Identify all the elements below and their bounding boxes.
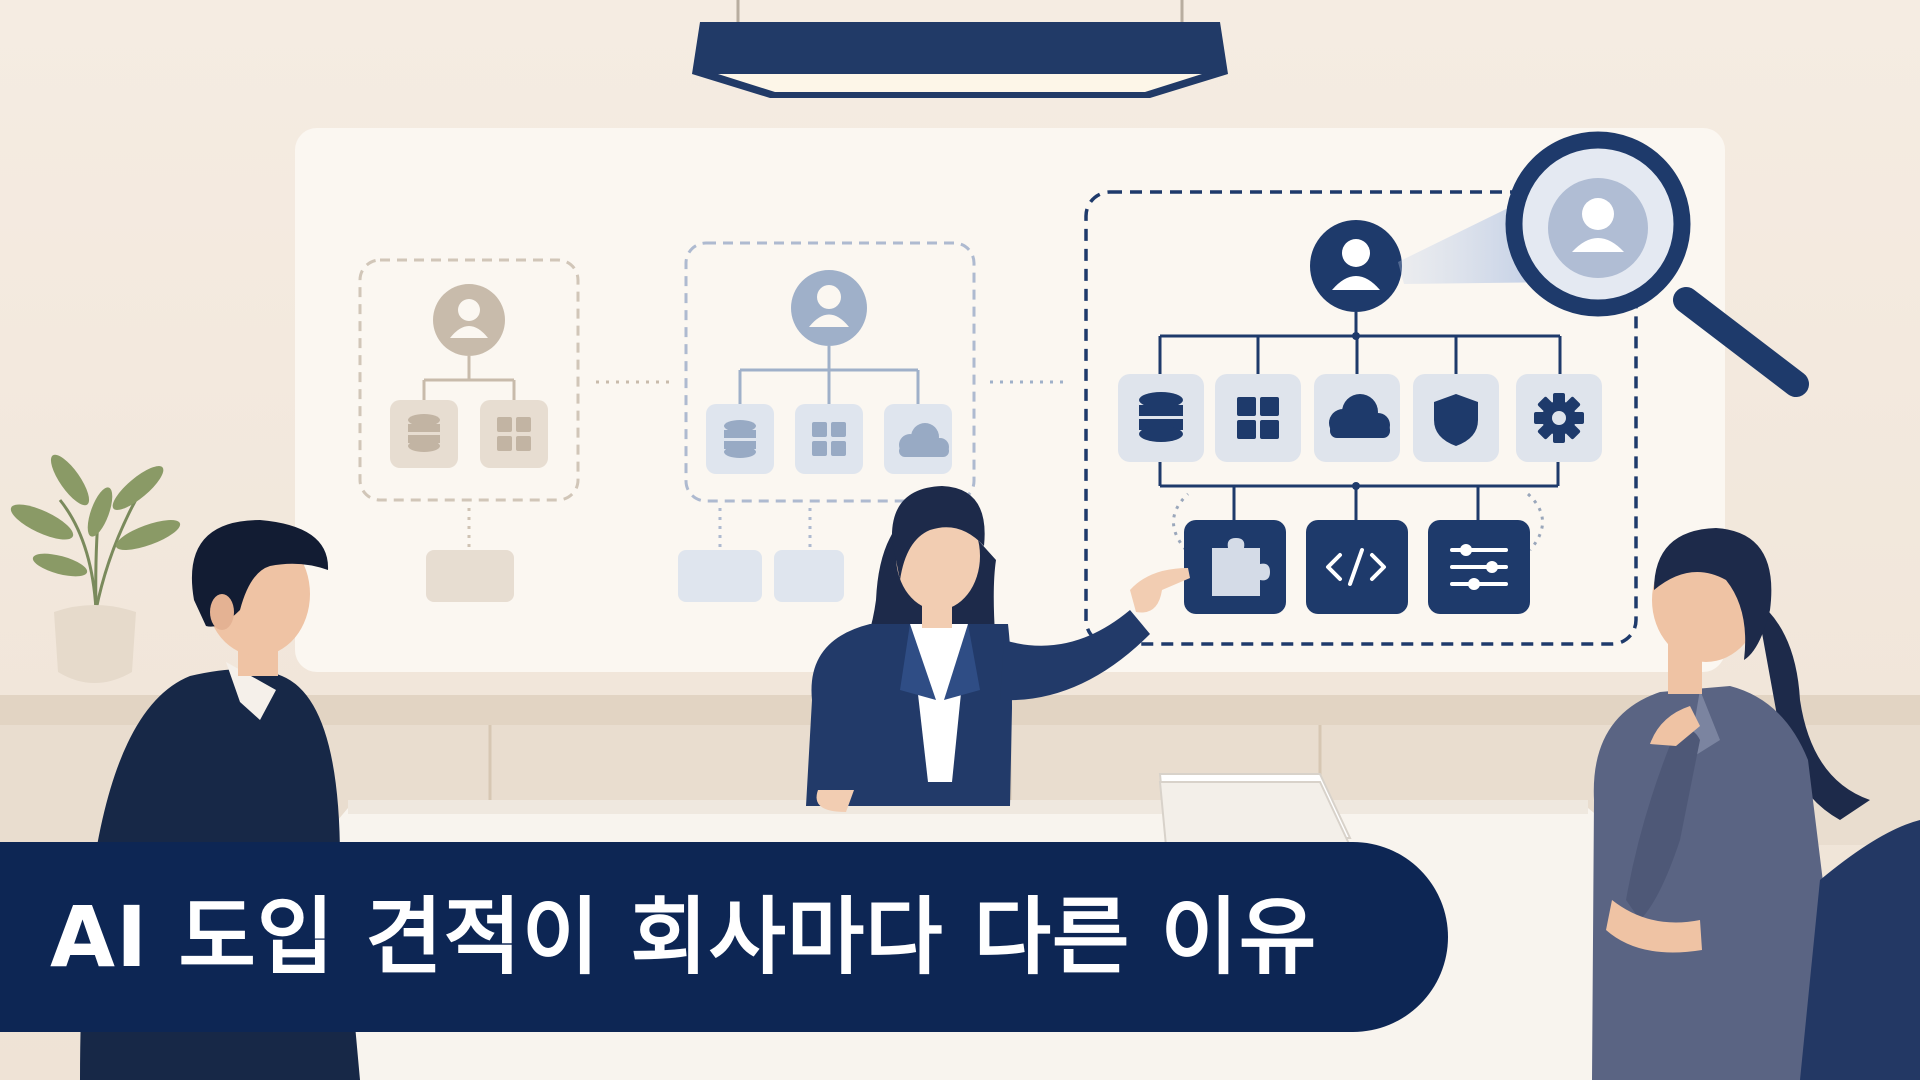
user-icon bbox=[1310, 220, 1402, 312]
grid-icon bbox=[812, 422, 846, 456]
shield-icon bbox=[1434, 394, 1478, 446]
banner-title: AI 도입 견적이 회사마다 다른 이유 bbox=[50, 888, 1318, 986]
cloud-icon bbox=[899, 423, 949, 457]
gear-icon bbox=[1534, 393, 1584, 443]
database-icon bbox=[408, 414, 440, 452]
diagram-stage-3 bbox=[1084, 190, 1638, 646]
title-banner: AI 도입 견적이 회사마다 다른 이유 bbox=[0, 842, 1448, 1032]
plant bbox=[10, 454, 181, 683]
diagram-stage-1 bbox=[358, 258, 580, 602]
sliders-icon bbox=[1450, 544, 1508, 590]
ceiling-light bbox=[692, 0, 1228, 98]
diagram-stage-2 bbox=[678, 241, 976, 602]
database-icon bbox=[1139, 392, 1183, 442]
woman bbox=[1592, 528, 1870, 1080]
code-icon bbox=[1326, 548, 1386, 586]
puzzle-icon bbox=[1212, 538, 1270, 596]
presenter bbox=[806, 486, 1190, 812]
database-icon bbox=[724, 420, 756, 458]
chair bbox=[1800, 820, 1920, 1080]
user-icon bbox=[433, 284, 505, 356]
grid-icon bbox=[497, 417, 531, 451]
magnifier-icon bbox=[1398, 131, 1809, 397]
cloud-icon bbox=[1329, 394, 1390, 438]
papers bbox=[1158, 773, 1352, 847]
user-icon bbox=[791, 270, 867, 346]
grid-icon bbox=[1237, 397, 1279, 439]
